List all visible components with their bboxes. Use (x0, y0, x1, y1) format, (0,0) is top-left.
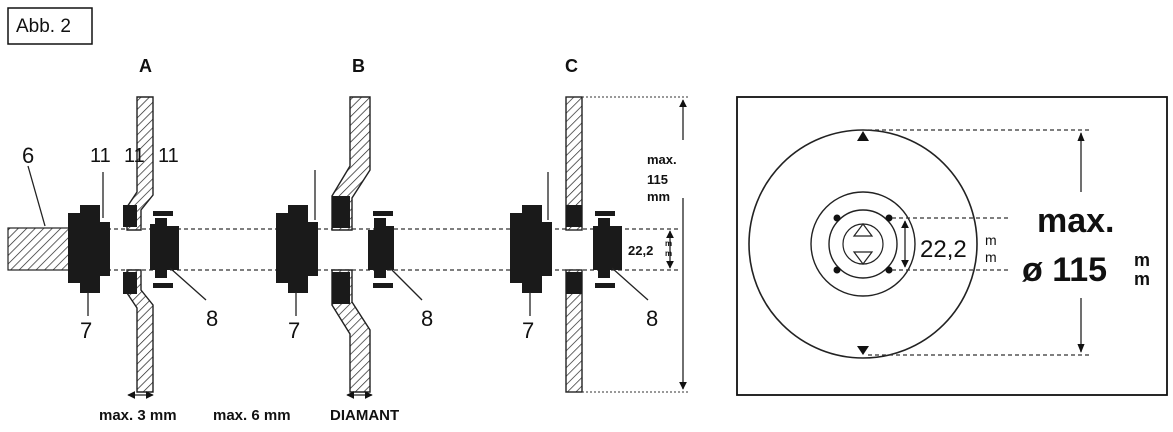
pin-hole-icon (833, 266, 841, 274)
max-dimension-label: max. (647, 152, 677, 167)
column-header-a: A (139, 56, 152, 76)
clamp-nut-a (150, 211, 179, 288)
diameter-value-large: ø 115 (1022, 251, 1107, 289)
inner-flange-b (276, 205, 318, 293)
label-shaft-6: 6 (22, 143, 34, 168)
column-header-c: C (565, 56, 578, 76)
label-flange-c: 7 (522, 318, 534, 343)
label-disc-11-3: 11 (158, 145, 179, 167)
bore-unit-small-top: m (665, 239, 672, 248)
inner-flange-c (510, 205, 552, 293)
bore-unit-small-bottom: m (665, 249, 672, 258)
disc-outline (748, 129, 978, 359)
clamp-nut-b (368, 211, 394, 288)
pin-hole-icon (885, 266, 893, 274)
disc-c (565, 96, 583, 231)
caption-a: max. 3 mm (99, 407, 177, 424)
max-dimension-unit: mm (647, 189, 670, 204)
label-nut-a: 8 (206, 306, 218, 331)
bore-unit-large-bottom: m (985, 249, 997, 265)
bore-dimension-small: 22,2 (628, 243, 653, 258)
label-nut-c: 8 (646, 306, 658, 331)
assembly-c: 7 8 max. 115 mm 22,2 m m (510, 96, 688, 393)
max-dimension-value: 115 (647, 172, 668, 187)
pin-hole-icon (885, 214, 893, 222)
inner-flange-a (68, 205, 110, 293)
label-flange-a: 7 (80, 318, 92, 343)
threaded-shaft (7, 227, 71, 271)
bore-dimension-large: 22,2 (920, 236, 967, 263)
triangle-down-icon (852, 251, 874, 265)
figure-label-box: Abb. 2 (7, 7, 93, 45)
bore-unit-large-top: m (985, 232, 997, 248)
disc-a (126, 96, 154, 231)
label-disc-11-1: 11 (90, 145, 111, 167)
pin-hole-icon (833, 214, 841, 222)
label-nut-b: 8 (421, 306, 433, 331)
column-header-b: B (352, 56, 365, 76)
disc-c-lower (565, 269, 583, 393)
figure-label: Abb. 2 (16, 16, 71, 37)
caption-b: max. 6 mm (213, 407, 291, 424)
disc-front-view-panel: 22,2 m m max. ø 115 m m (736, 96, 1168, 396)
assembly-b: 7 8 (276, 96, 433, 399)
max-label-large: max. (1037, 202, 1115, 240)
triangle-up-icon (852, 223, 874, 237)
top-marker-icon (857, 131, 869, 141)
label-disc-11-2: 11 (124, 145, 145, 167)
diameter-unit-top: m (1134, 250, 1150, 270)
diameter-unit-bottom: m (1134, 269, 1150, 289)
assembly-a: 6 7 11 11 11 8 (7, 96, 218, 399)
label-flange-b: 7 (288, 318, 300, 343)
flange-outer-ring (810, 191, 916, 297)
clamp-nut-c (593, 211, 622, 288)
caption-c: DIAMANT (330, 407, 399, 424)
bottom-marker-icon (857, 346, 869, 355)
flange-inner-ring (828, 209, 898, 279)
